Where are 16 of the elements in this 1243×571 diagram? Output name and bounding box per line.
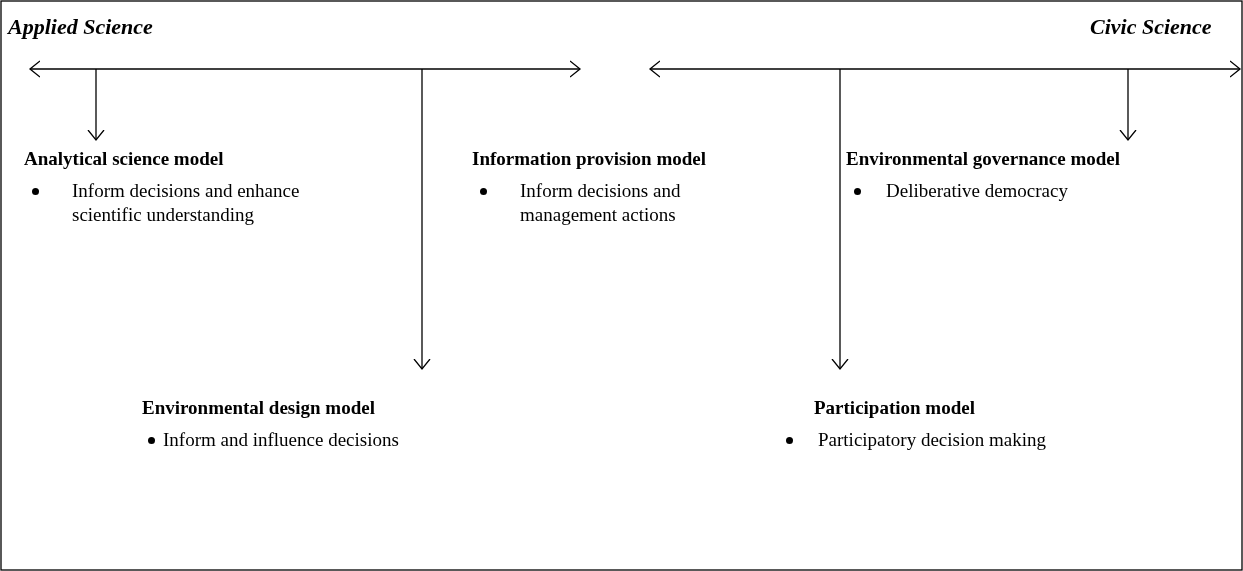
bullet-text: Deliberative democracy xyxy=(886,179,1069,203)
model-title: Environmental governance model xyxy=(846,147,1121,171)
arrow xyxy=(831,68,849,370)
arrow xyxy=(413,68,431,370)
bullet-text: Inform decisions and management actions xyxy=(520,179,682,227)
model-title: Environmental design model xyxy=(142,396,375,420)
spectrum-label: Applied Science xyxy=(8,14,153,40)
arrow xyxy=(87,68,105,141)
spectrum-label: Civic Science xyxy=(1090,14,1212,40)
model-title: Information provision model xyxy=(472,147,706,171)
model-title: Participation model xyxy=(814,396,975,420)
arrow xyxy=(1119,68,1137,141)
bullet-text: Participatory decision making xyxy=(818,428,1047,452)
bullet-text: Inform decisions and enhance scientific understanding xyxy=(72,179,301,227)
bullet-text: Inform and influence decisions xyxy=(163,428,400,452)
model-title: Analytical science model xyxy=(24,147,224,171)
